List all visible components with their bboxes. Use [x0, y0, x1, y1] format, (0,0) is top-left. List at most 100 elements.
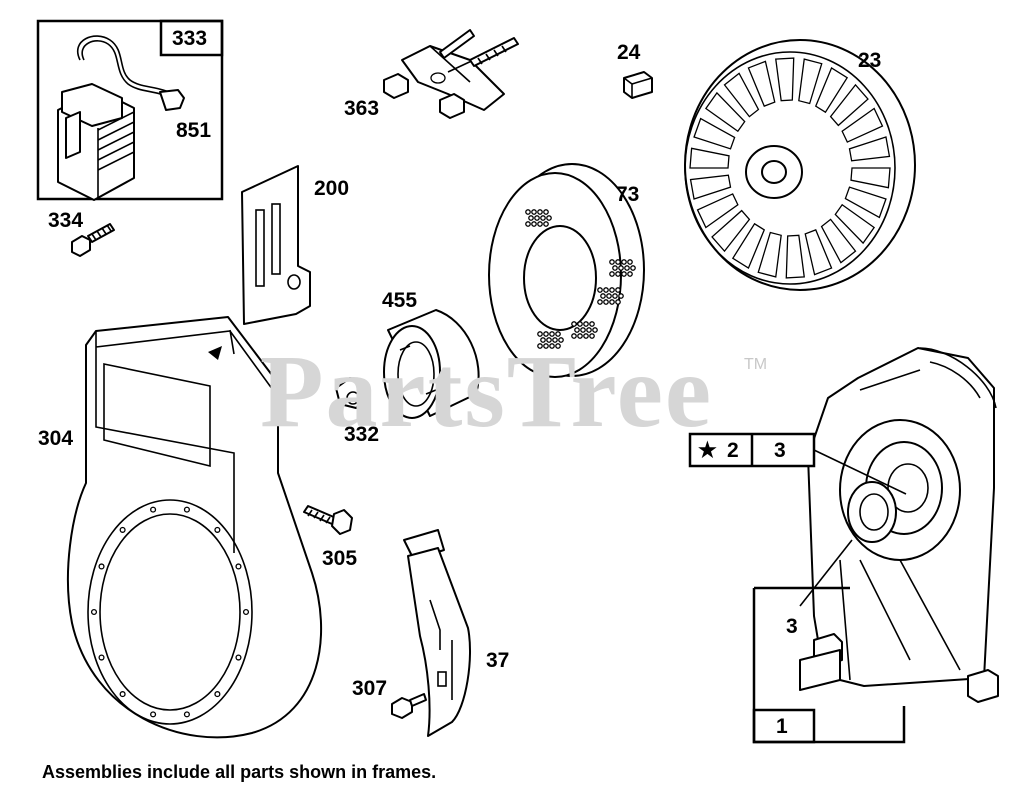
- part-73-screen[interactable]: [488, 163, 645, 378]
- part-455-cup[interactable]: [383, 309, 480, 419]
- screen-hole: [558, 337, 564, 343]
- flywheel-fin: [689, 174, 732, 200]
- callout-200[interactable]: 200: [314, 177, 350, 200]
- screen-hole: [583, 321, 589, 327]
- screen-hole: [543, 221, 549, 227]
- part-363-bracket[interactable]: [383, 29, 519, 119]
- part-304-blower-housing[interactable]: [66, 316, 323, 739]
- screen-hole: [540, 215, 546, 221]
- screen-hole: [577, 321, 583, 327]
- part-305-screw[interactable]: [303, 505, 353, 535]
- part-200-plate[interactable]: [241, 165, 311, 325]
- kit-star-icon: ★: [698, 439, 717, 462]
- screen-hole: [609, 299, 615, 305]
- callout-334[interactable]: 334: [48, 209, 84, 232]
- watermark: PartsTree: [260, 334, 714, 449]
- callout-332[interactable]: 332: [344, 423, 380, 446]
- screen-hole: [534, 215, 540, 221]
- flywheel-fin: [798, 58, 823, 105]
- flywheel-fin: [804, 229, 833, 276]
- screen-hole: [612, 265, 618, 271]
- screen-hole: [537, 331, 543, 337]
- flywheel-fin: [693, 117, 736, 150]
- screen-hole: [543, 209, 549, 215]
- screen-hole: [555, 343, 561, 349]
- callout-455[interactable]: 455: [382, 289, 418, 312]
- callout-851[interactable]: 851: [176, 119, 212, 142]
- flywheel-fin: [757, 231, 782, 278]
- flywheel-fin: [731, 222, 766, 270]
- part-23-flywheel[interactable]: [684, 39, 916, 291]
- screen-hole: [609, 271, 615, 277]
- screen-hole: [546, 215, 552, 221]
- screen-hole: [597, 287, 603, 293]
- screen-hole: [549, 343, 555, 349]
- screen-hole: [549, 331, 555, 337]
- flywheel-fin: [723, 72, 760, 118]
- flywheel-fin: [841, 107, 884, 143]
- screen-hole: [540, 337, 546, 343]
- screen-hole: [537, 343, 543, 349]
- screen-hole: [583, 333, 589, 339]
- screen-hole: [600, 293, 606, 299]
- callout-333[interactable]: 333: [172, 27, 208, 50]
- screen-hole: [586, 327, 592, 333]
- frame-1: [752, 586, 906, 744]
- kit-number[interactable]: 2: [727, 439, 739, 462]
- flywheel-fin: [747, 60, 776, 107]
- screen-hole: [609, 259, 615, 265]
- screen-hole: [537, 209, 543, 215]
- screen-hole: [627, 271, 633, 277]
- screen-hole: [528, 215, 534, 221]
- screen-hole: [574, 327, 580, 333]
- screen-hole: [525, 209, 531, 215]
- callout-305[interactable]: 305: [322, 547, 358, 570]
- callout-307[interactable]: 307: [352, 677, 388, 700]
- part-307-screw[interactable]: [391, 693, 427, 719]
- flywheel-fin: [850, 167, 891, 189]
- screen-hole: [615, 271, 621, 277]
- screen-hole: [621, 259, 627, 265]
- screen-hole: [603, 299, 609, 305]
- callout-363[interactable]: 363: [344, 97, 380, 120]
- screen-hole: [606, 293, 612, 299]
- part-37-baffle[interactable]: [403, 529, 471, 737]
- screen-hole: [603, 287, 609, 293]
- housing-hole: [150, 711, 157, 718]
- screen-hole: [612, 293, 618, 299]
- housing-hole: [183, 711, 190, 718]
- housing-hole: [90, 608, 98, 616]
- flywheel-fin: [844, 186, 887, 219]
- flywheel-fin: [848, 136, 891, 162]
- part-24-key[interactable]: [623, 71, 653, 99]
- part-851-armature[interactable]: [57, 35, 185, 201]
- housing-hole: [183, 506, 190, 513]
- screen-hole: [618, 265, 624, 271]
- housing-hole: [119, 526, 126, 533]
- callout-23[interactable]: 23: [858, 49, 882, 72]
- part-334-screw[interactable]: [71, 223, 115, 257]
- housing-hole: [235, 563, 242, 570]
- callout-304[interactable]: 304: [38, 427, 74, 450]
- housing-hole: [235, 654, 242, 661]
- callout-3-seal[interactable]: 3: [786, 615, 798, 638]
- callout-1[interactable]: 1: [776, 715, 788, 738]
- callout-37[interactable]: 37: [486, 649, 510, 672]
- screen-hole: [543, 343, 549, 349]
- kit-part-number[interactable]: 3: [774, 439, 786, 462]
- screen-hole: [543, 331, 549, 337]
- flywheel-fin: [704, 91, 746, 133]
- screen-hole: [525, 221, 531, 227]
- housing-hole: [98, 563, 105, 570]
- flywheel-fin: [689, 147, 730, 169]
- callout-24[interactable]: 24: [617, 41, 641, 64]
- screen-hole: [537, 221, 543, 227]
- screen-hole: [589, 333, 595, 339]
- part-332-nut[interactable]: [335, 377, 371, 409]
- callout-73[interactable]: 73: [616, 183, 640, 206]
- housing-hole: [214, 526, 221, 533]
- kit-box: [688, 432, 816, 468]
- flywheel-fin: [711, 209, 751, 253]
- screen-hole: [609, 287, 615, 293]
